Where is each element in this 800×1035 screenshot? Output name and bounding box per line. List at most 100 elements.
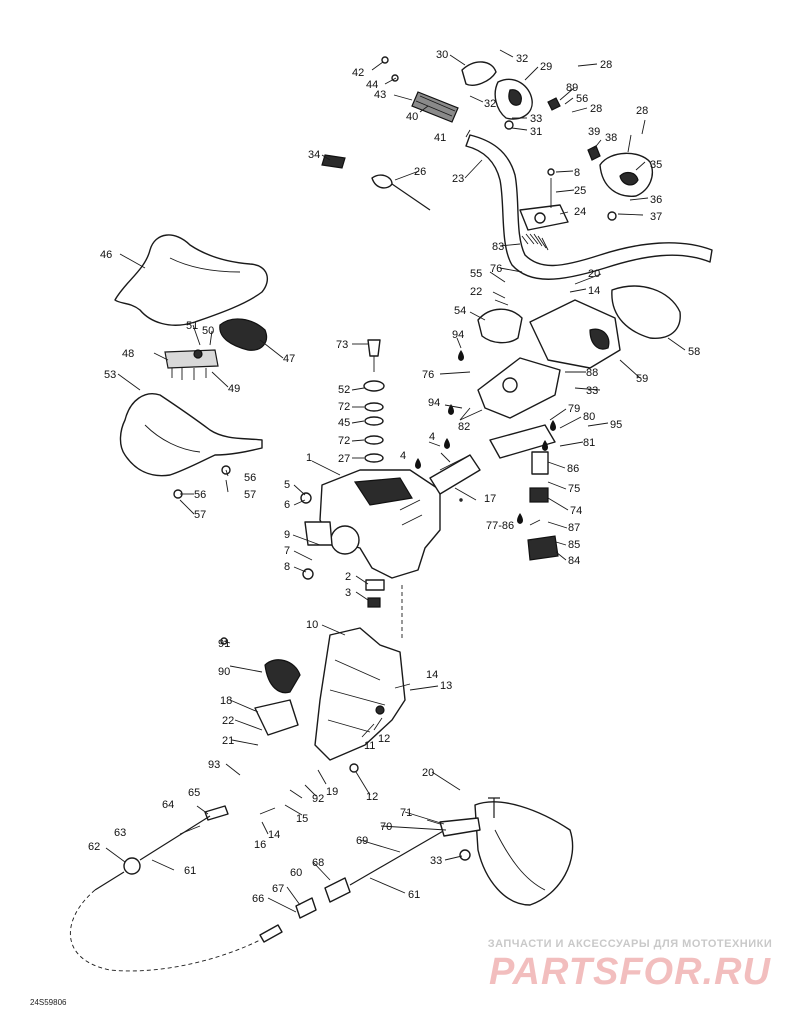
misc-fasteners — [173, 56, 617, 861]
callout-57: 57 — [244, 489, 256, 501]
side-shroud — [477, 308, 523, 344]
callout-9: 9 — [284, 529, 290, 541]
column-hardware-stack — [363, 339, 385, 463]
watermark: ЗАПЧАСТИ И АКСЕССУАРЫ ДЛЯ МОТОТЕХНИКИ PA… — [470, 938, 790, 994]
callout-93: 93 — [208, 759, 220, 771]
housing-nut — [365, 579, 385, 608]
callout-12: 12 — [378, 733, 390, 745]
callout-7: 7 — [284, 545, 290, 557]
callout-64: 64 — [162, 799, 174, 811]
callout-82: 82 — [458, 421, 470, 433]
callout-51: 51 — [186, 320, 198, 332]
callout-53: 53 — [104, 369, 116, 381]
callout-79: 79 — [568, 403, 580, 415]
cable-bracket — [254, 659, 301, 736]
callout-56: 56 — [244, 472, 256, 484]
callout-20: 20 — [588, 268, 600, 280]
callout-39: 39 — [588, 126, 600, 138]
callout-25: 25 — [574, 185, 586, 197]
right-steering-cable — [295, 829, 446, 919]
pivot-arm — [489, 424, 559, 561]
callout-42: 42 — [352, 67, 364, 79]
callout-24: 24 — [574, 206, 586, 218]
callout-60: 60 — [290, 867, 302, 879]
mounting-bracket — [164, 349, 219, 380]
callout-36: 36 — [650, 194, 662, 206]
callout-52: 52 — [338, 384, 350, 396]
callout-3: 3 — [345, 587, 351, 599]
callout-61: 61 — [184, 865, 196, 877]
callout-90: 90 — [218, 666, 230, 678]
callout-33: 33 — [530, 113, 542, 125]
callout-15: 15 — [296, 813, 308, 825]
callout-63: 63 — [114, 827, 126, 839]
callout-14: 14 — [426, 669, 438, 681]
cover-plate — [219, 318, 268, 351]
callout-35: 35 — [650, 159, 662, 171]
callout-8: 8 — [574, 167, 580, 179]
callout-17: 17 — [484, 493, 496, 505]
callout-26: 26 — [414, 166, 426, 178]
callout-71: 71 — [400, 807, 412, 819]
callout-58: 58 — [688, 346, 700, 358]
callout-4: 4 — [400, 450, 406, 462]
callout-20: 20 — [422, 767, 434, 779]
callout-57: 57 — [194, 509, 206, 521]
handlebar — [465, 134, 713, 280]
callout-70: 70 — [380, 821, 392, 833]
lower-panel — [119, 393, 263, 477]
callout-68: 68 — [312, 857, 324, 869]
callout-41: 41 — [434, 132, 446, 144]
callout-59: 59 — [636, 373, 648, 385]
callout-10: 10 — [306, 619, 318, 631]
steering-spring — [521, 233, 549, 251]
callout-18: 18 — [220, 695, 232, 707]
callout-4: 4 — [429, 431, 435, 443]
callout-65: 65 — [188, 787, 200, 799]
throttle-housing — [461, 61, 533, 120]
callout-38: 38 — [605, 132, 617, 144]
callout-84: 84 — [568, 555, 580, 567]
callout-11: 11 — [364, 740, 375, 752]
callout-37: 37 — [650, 211, 662, 223]
left-steering-cable — [70, 805, 283, 972]
callout-74: 74 — [570, 505, 582, 517]
callout-55: 55 — [470, 268, 482, 280]
callout-12: 12 — [366, 791, 378, 803]
callout-62: 62 — [88, 841, 100, 853]
callout-72: 72 — [338, 435, 350, 447]
callout-27: 27 — [338, 453, 350, 465]
callout-50: 50 — [202, 325, 214, 337]
callout-1: 1 — [306, 452, 312, 464]
callout-labels: 1 2 3 4 4 5 6 7 8 8 9 10 11 12 12 13 14 … — [88, 49, 700, 905]
callout-16: 16 — [254, 839, 266, 851]
callout-22: 22 — [222, 715, 234, 727]
lubrication-markers — [415, 350, 556, 524]
callout-30: 30 — [436, 49, 448, 61]
callout-46: 46 — [100, 249, 112, 261]
callout-77-86: 77-86 — [486, 520, 514, 532]
callout-49: 49 — [228, 383, 240, 395]
callout-61: 61 — [408, 889, 420, 901]
callout-72: 72 — [338, 401, 350, 413]
callout-56: 56 — [576, 93, 588, 105]
callout-33: 33 — [586, 385, 598, 397]
callout-86: 86 — [567, 463, 579, 475]
support-arm — [314, 627, 406, 761]
callout-95: 95 — [610, 419, 622, 431]
callout-19: 19 — [326, 786, 338, 798]
seat-cover — [114, 234, 269, 326]
callout-87: 87 — [568, 522, 580, 534]
callout-47: 47 — [283, 353, 295, 365]
callout-67: 67 — [272, 883, 284, 895]
callout-13: 13 — [440, 680, 452, 692]
callout-88: 88 — [586, 367, 598, 379]
callout-76: 76 — [422, 369, 434, 381]
callout-23: 23 — [452, 173, 464, 185]
callout-94: 94 — [428, 397, 440, 409]
callout-32: 32 — [484, 98, 496, 110]
callout-6: 6 — [284, 499, 290, 511]
callout-5: 5 — [284, 479, 290, 491]
